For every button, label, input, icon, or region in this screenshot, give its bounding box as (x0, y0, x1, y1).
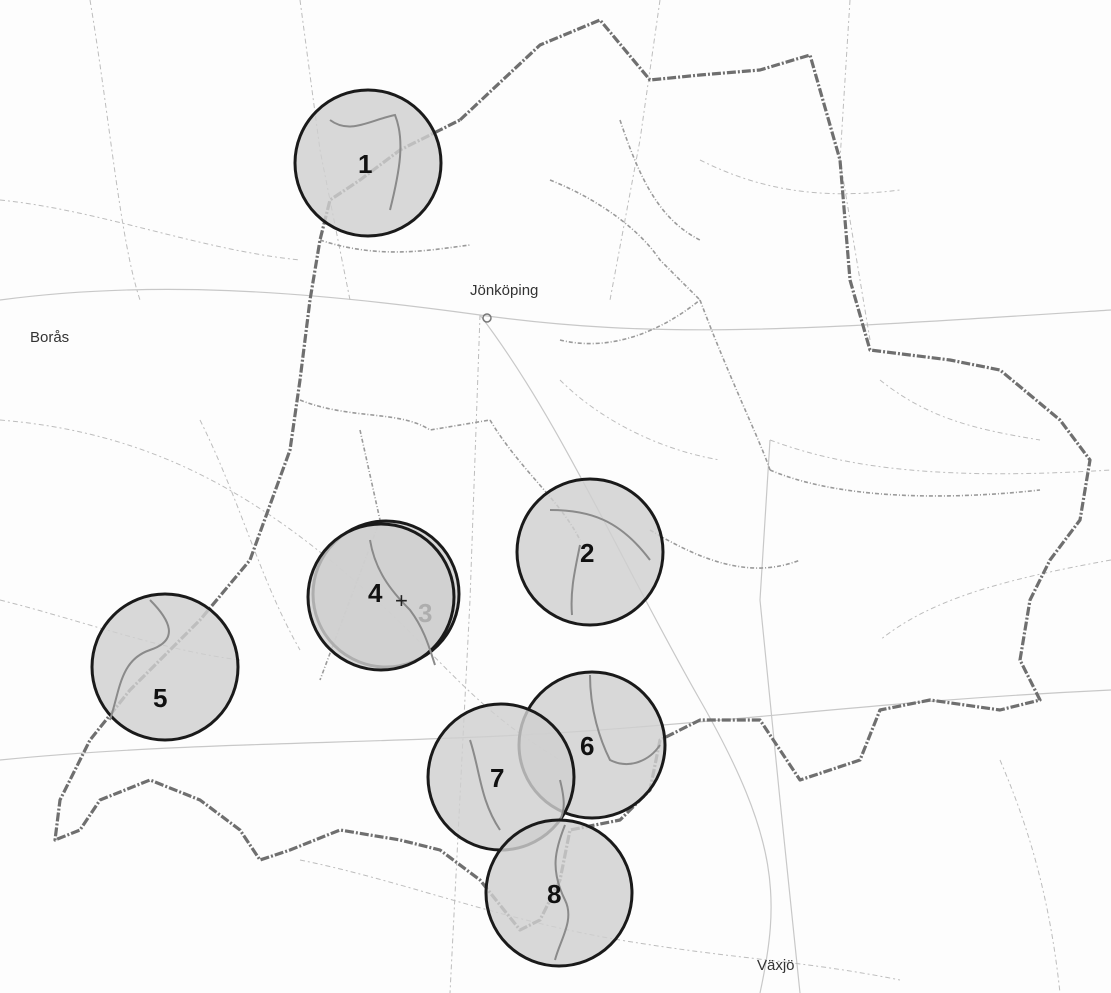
marker-label: 7 (490, 763, 504, 793)
center-mark: + (395, 588, 408, 613)
county-border (53, 18, 1092, 932)
place-label-boras: Borås (30, 329, 69, 346)
city-dot-jonkoping (482, 313, 492, 323)
marker-label: 1 (358, 149, 372, 179)
marker-label: 8 (547, 879, 561, 909)
marker-2[interactable]: 2 (515, 477, 665, 627)
marker-4[interactable]: 4 (306, 522, 456, 672)
marker-8[interactable]: 8 (484, 818, 634, 968)
marker-1[interactable]: 1 (293, 88, 443, 238)
place-label-vaxjo: Växjö (757, 957, 795, 974)
marker-7[interactable]: 7 (426, 702, 576, 852)
marker-label: 2 (580, 538, 594, 568)
marker-5[interactable]: 5 (90, 592, 240, 742)
municipal-boundaries (299, 119, 1041, 681)
place-label-jonkoping: Jönköping (470, 282, 538, 299)
marker-label: 4 (368, 578, 383, 608)
marker-label: 5 (153, 683, 167, 713)
marker-label: 6 (580, 731, 594, 761)
